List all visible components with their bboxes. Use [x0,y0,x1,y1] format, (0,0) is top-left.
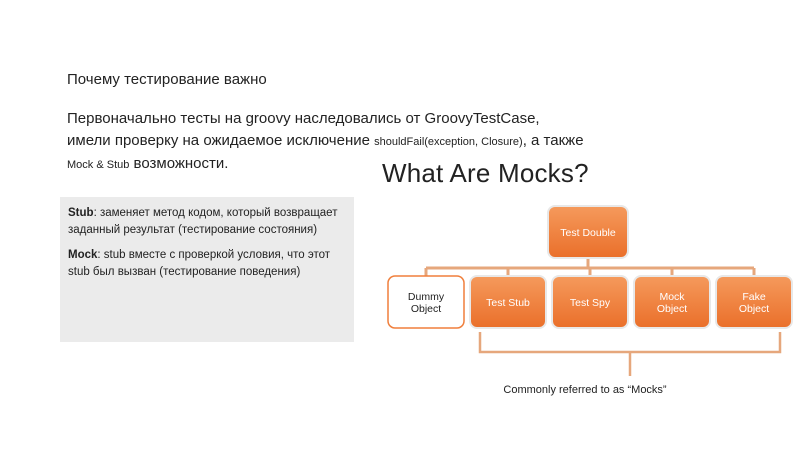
mock-term: Mock [68,249,98,261]
node-test-double-shape [547,205,629,259]
node-test-spy-shape [551,275,629,329]
diagram-caption: Commonly referred to as “Mocks” [503,384,667,396]
node-dummy-object-label: Dummy [408,291,445,303]
stub-term: Stub [68,207,94,219]
bracket [478,332,782,354]
node-test-stub-label: Test Stub [486,297,530,309]
node-mock-object-label: Mock [659,291,685,303]
node-test-spy: Test Spy [551,275,629,329]
slide-title: Почему тестирование важно [67,71,267,88]
intro-text-2: , а также [522,132,584,149]
mock-text: : stub вместе с проверкой условия, что э… [68,249,331,278]
mock-definition: Mock: stub вместе с проверкой условия, ч… [60,239,354,281]
node-test-double: Test Double [547,205,629,259]
node-dummy-object-label: Object [411,303,441,315]
node-fake-object-label: Fake [742,291,766,303]
node-mock-object-shape [633,275,711,329]
definitions-box: Stub: заменяет метод кодом, который возв… [60,197,354,342]
node-dummy-object-shape [387,275,465,329]
node-fake-object-shape [715,275,793,329]
node-test-spy-label: Test Spy [570,297,611,309]
node-mock-object-label: Object [657,303,687,315]
node-test-stub: Test Stub [469,275,547,329]
stub-text: : заменяет метод кодом, который возвраща… [68,207,338,236]
intro-text-1: Первоначально тесты на groovy наследовал… [67,110,540,149]
intro-text-3: возможности. [129,155,229,172]
intro-code-mock-stub: Mock & Stub [67,159,130,171]
diagram-title: What Are Mocks? [382,158,589,188]
node-test-stub-shape [469,275,547,329]
node-test-double-label: Test Double [560,227,616,239]
node-fake-object-label: Object [739,303,769,315]
stub-definition: Stub: заменяет метод кодом, который возв… [60,197,354,239]
intro-code-shouldfail: shouldFail(exception, Closure) [374,136,523,148]
connector-lines [424,258,782,376]
intro-paragraph: Первоначально тесты на groovy наследовал… [67,108,587,176]
